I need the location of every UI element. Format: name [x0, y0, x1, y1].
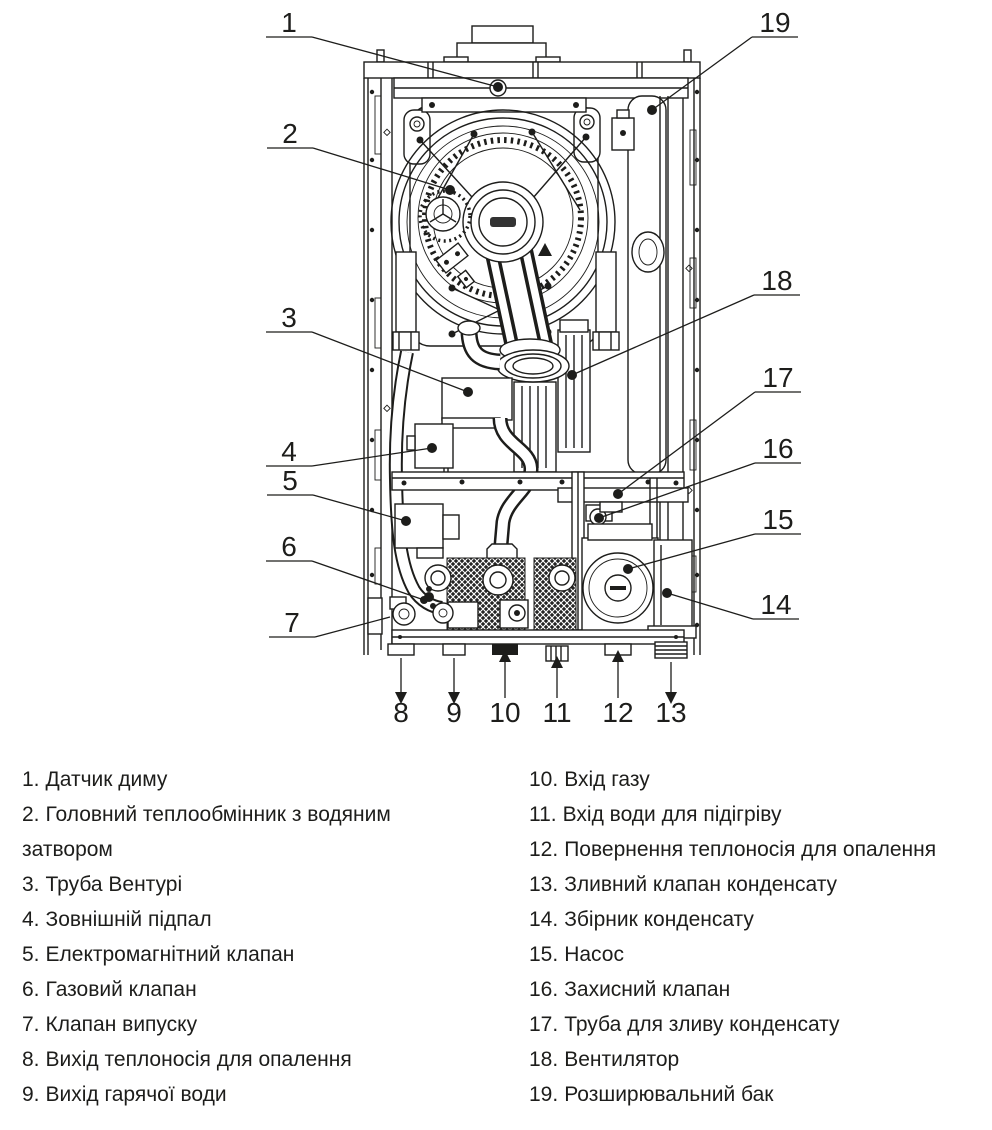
venturi-box: [441, 377, 513, 472]
callout-18: 18: [567, 265, 800, 380]
port-11: 11: [542, 656, 572, 728]
hub-logo-band: [490, 217, 516, 227]
callout-number: 3: [281, 302, 297, 333]
legend-item: 13.Зливний клапан конденсату: [529, 873, 838, 896]
callout-2: 2: [267, 118, 455, 195]
callout-number: 7: [284, 607, 300, 638]
callout-14: 14: [662, 588, 799, 620]
legend-item: 4.Зовнішній підпал: [22, 908, 212, 931]
legend-item: 19.Розширювальний бак: [529, 1083, 774, 1106]
mounting-legs: [392, 251, 620, 351]
expansion-tank: [611, 95, 669, 548]
boiler-diagram-svg: 8 9 10 11 12: [266, 7, 801, 728]
port-number: 13: [655, 697, 686, 728]
callout-15: 15: [623, 504, 801, 574]
gas-valve-block: [424, 557, 577, 631]
exchanger-hub: [418, 181, 552, 289]
legend-item: 16.Захисний клапан: [529, 978, 731, 1001]
legend-item: 10.Вхід газу: [529, 768, 650, 791]
drain-valve: [367, 596, 416, 635]
flue-collar: [471, 25, 534, 44]
callout-number: 17: [762, 362, 793, 393]
solenoid-valve: [394, 503, 460, 559]
legend-column-right: 10.Вхід газу 11.Вхід води для підігріву …: [529, 762, 987, 1112]
exchanger-elbow: [457, 320, 501, 371]
legend-item: 7.Клапан випуску: [22, 1013, 198, 1036]
port-number: 10: [489, 697, 520, 728]
callout-number: 16: [762, 433, 793, 464]
callout-number: 5: [282, 465, 298, 496]
fan-assembly: [557, 319, 591, 453]
legend-item: 12.Повернення теплоносія для опалення: [529, 838, 937, 861]
callout-7: 7: [269, 607, 391, 638]
legend-item: 17.Труба для зливу конденсату: [529, 1013, 840, 1036]
port-number: 9: [446, 697, 462, 728]
legend-item: 8.Вихід теплоносія для опалення: [22, 1048, 352, 1071]
legend-item: 15.Насос: [529, 943, 624, 966]
boiler-diagram: 8 9 10 11 12: [266, 7, 801, 728]
port-10: 10: [489, 650, 521, 728]
port-number: 12: [602, 697, 633, 728]
mid-frame-bar: [391, 471, 685, 491]
port-9: 9: [446, 658, 462, 728]
callout-1: 1: [266, 7, 503, 92]
bottom-ports: [387, 641, 688, 662]
callout-number: 2: [282, 118, 298, 149]
legend-item: 9.Вихід гарячої води: [22, 1083, 227, 1106]
legend-item: 5.Електромагнітний клапан: [22, 943, 295, 966]
callout-4: 4: [266, 436, 437, 467]
callout-number: 6: [281, 531, 297, 562]
legend-item: 2.Головний теплообмінник з водяним затво…: [22, 803, 391, 861]
warning-triangle-icon: [538, 243, 552, 256]
callout-number: 4: [281, 436, 297, 467]
callout-19: 19: [647, 7, 798, 115]
callout-number: 1: [281, 7, 297, 38]
legend-item: 6.Газовий клапан: [22, 978, 197, 1001]
port-13: 13: [655, 662, 687, 728]
callout-3: 3: [266, 302, 473, 397]
legend-column-left: 1.Датчик диму 2.Головний теплообмінник з…: [22, 762, 430, 1112]
callout-number: 18: [761, 265, 792, 296]
pump: [581, 523, 659, 633]
callout-number: 15: [762, 504, 793, 535]
port-8: 8: [393, 658, 409, 728]
callout-16: 16: [594, 433, 801, 523]
legend-item: 18.Вентилятор: [529, 1048, 680, 1071]
port-12: 12: [602, 650, 634, 728]
callout-6: 6: [266, 531, 428, 604]
callout-17: 17: [613, 362, 801, 499]
callout-5: 5: [267, 465, 411, 526]
port-number: 8: [393, 697, 409, 728]
legend-item: 14.Збірник конденсату: [529, 908, 754, 931]
port-number: 11: [542, 697, 571, 728]
legend-item: 11.Вхід води для підігріву: [529, 803, 782, 826]
bottom-rail: [391, 629, 685, 645]
callout-number: 14: [760, 589, 791, 620]
legend-item: 3.Труба Вентурі: [22, 873, 183, 896]
callout-number: 19: [759, 7, 790, 38]
condensate-collector: [647, 539, 697, 639]
legend-item: 1.Датчик диму: [22, 768, 168, 791]
